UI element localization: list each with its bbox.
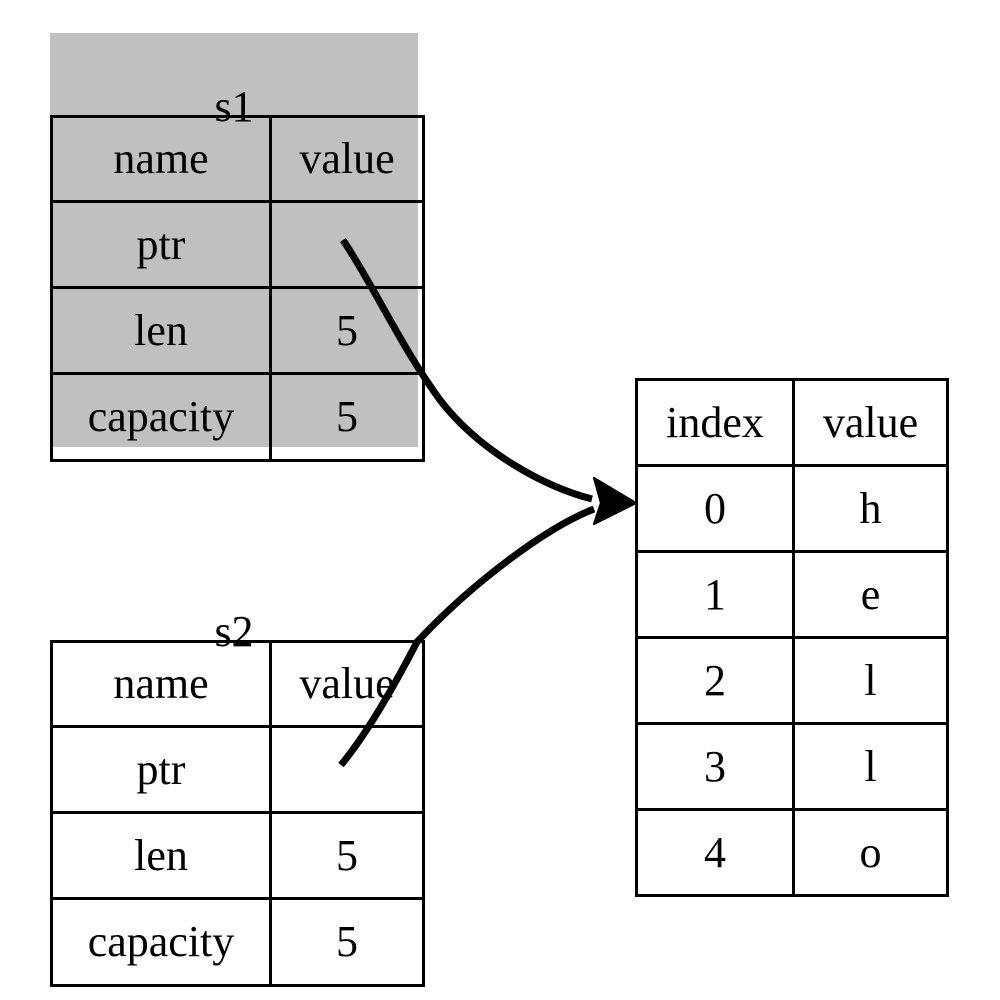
heap-value-3: l (792, 722, 949, 811)
s1-field-ptr-value (269, 200, 425, 289)
s2-field-capacity-name-text: capacity (87, 917, 235, 966)
s2-header-name: name (50, 640, 272, 728)
table-row: name value (50, 115, 425, 203)
s1-field-capacity-name: capacity (50, 372, 272, 462)
table-row: 1 e (635, 550, 949, 639)
s1-header-value: value (269, 115, 425, 203)
heap-table: index value 0 h 1 e 2 l 3 l 4 o (635, 378, 949, 897)
s1-field-capacity-name-text: capacity (87, 392, 235, 441)
heap-value-0: h (792, 464, 949, 553)
table-row: capacity 5 (50, 897, 425, 987)
heap-index-4: 4 (635, 808, 795, 897)
table-row: len 5 (50, 811, 425, 900)
s1-field-ptr-name: ptr (50, 200, 272, 289)
s2-field-len-value: 5 (269, 811, 425, 900)
heap-index-0: 0 (635, 464, 795, 553)
heap-index-3: 3 (635, 722, 795, 811)
s1-field-len-value: 5 (269, 286, 425, 375)
table-row: len 5 (50, 286, 425, 375)
table-row: name value (50, 640, 425, 728)
s2-field-capacity-name: capacity (50, 897, 272, 987)
heap-value-1: e (792, 550, 949, 639)
s2-header-value: value (269, 640, 425, 728)
table-row: capacity 5 (50, 372, 425, 462)
s2-field-len-name: len (50, 811, 272, 900)
struct-s1-table: name value ptr len 5 capacity 5 (50, 115, 425, 462)
s2-field-ptr-name: ptr (50, 725, 272, 814)
arrowhead-icon (593, 477, 637, 525)
heap-header-value: value (792, 378, 949, 467)
table-row: index value (635, 378, 949, 467)
table-row: ptr (50, 200, 425, 289)
s1-field-capacity-value: 5 (269, 372, 425, 462)
heap-header-index: index (635, 378, 795, 467)
s2-field-ptr-value (269, 725, 425, 814)
table-row: ptr (50, 725, 425, 814)
struct-s2-table: name value ptr len 5 capacity 5 (50, 640, 425, 987)
s1-header-name: name (50, 115, 272, 203)
table-row: 3 l (635, 722, 949, 811)
table-row: 4 o (635, 808, 949, 897)
s2-field-capacity-value: 5 (269, 897, 425, 987)
table-row: 2 l (635, 636, 949, 725)
heap-index-1: 1 (635, 550, 795, 639)
heap-value-2: l (792, 636, 949, 725)
s1-field-len-name: len (50, 286, 272, 375)
table-row: 0 h (635, 464, 949, 553)
arrowhead-icon (593, 477, 637, 525)
heap-value-4: o (792, 808, 949, 897)
heap-index-2: 2 (635, 636, 795, 725)
